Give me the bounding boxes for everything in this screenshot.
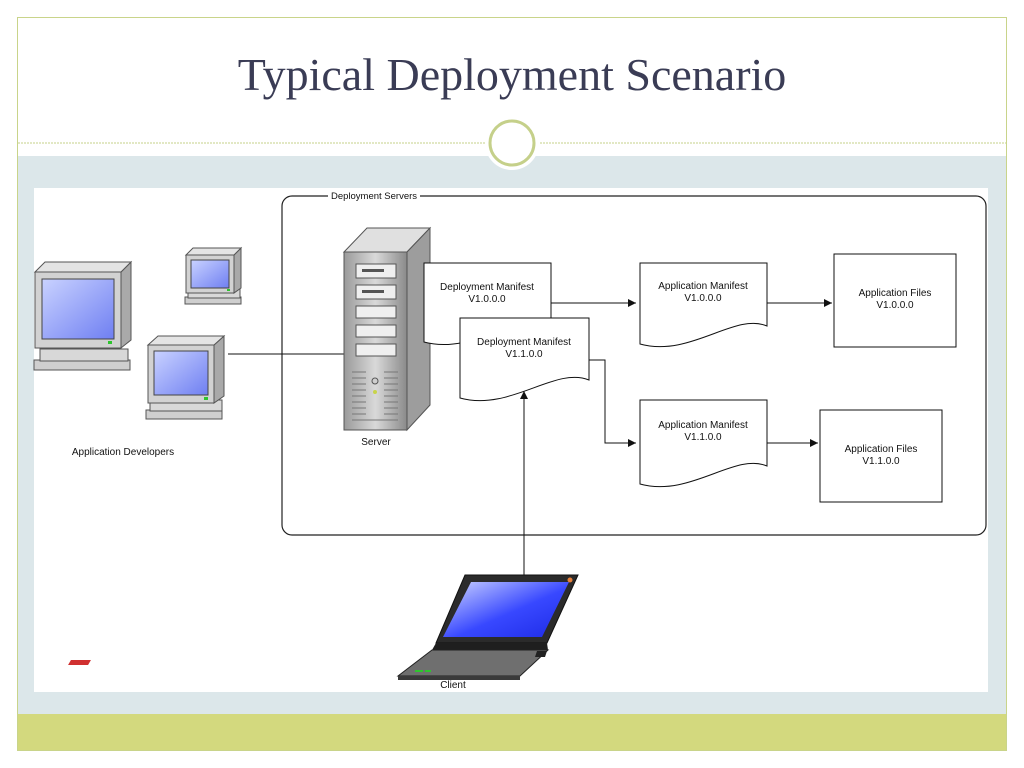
deployment-manifest-2-version: V1.1.0.0 <box>505 349 543 360</box>
footer-band <box>18 714 1006 750</box>
application-files-2-version: V1.1.0.0 <box>862 456 900 467</box>
client-label: Client <box>440 680 466 691</box>
developers-label: Application Developers <box>72 447 174 458</box>
application-manifest-1-title: Application Manifest <box>658 281 748 292</box>
group-label: Deployment Servers <box>331 191 417 202</box>
deployment-manifest-1-title: Deployment Manifest <box>440 282 534 293</box>
developer-pc-icon-1 <box>33 260 133 371</box>
application-files-1: Application Files V1.0.0.0 <box>833 253 957 348</box>
application-files-1-title: Application Files <box>859 288 932 299</box>
application-manifest-2-title: Application Manifest <box>658 420 748 431</box>
server-label: Server <box>361 437 391 448</box>
client-laptop-icon <box>68 574 579 680</box>
server-icon <box>342 226 432 432</box>
accent-ring <box>488 119 536 167</box>
application-manifest-1: Application Manifest V1.0.0.0 <box>639 262 768 348</box>
application-manifest-1-version: V1.0.0.0 <box>684 293 722 304</box>
application-files-2-title: Application Files <box>845 444 918 455</box>
application-manifest-2: Application Manifest V1.1.0.0 <box>639 399 768 488</box>
title-divider <box>18 116 1006 170</box>
slide-frame <box>17 17 1007 751</box>
connectors <box>228 299 832 575</box>
deployment-manifest-2-title: Deployment Manifest <box>477 337 571 348</box>
application-manifest-2-version: V1.1.0.0 <box>684 432 722 443</box>
deployment-manifest-1-version: V1.0.0.0 <box>468 294 506 305</box>
developer-pc-icon-3 <box>145 334 226 420</box>
slide-title: Typical Deployment Scenario <box>237 49 787 100</box>
deployment-servers-group <box>281 195 987 536</box>
application-files-1-version: V1.0.0.0 <box>876 300 914 311</box>
developer-pc-icon-2 <box>184 246 243 305</box>
deployment-manifest-2: Deployment Manifest V1.1.0.0 <box>459 317 590 402</box>
application-files-2: Application Files V1.1.0.0 <box>819 409 943 503</box>
